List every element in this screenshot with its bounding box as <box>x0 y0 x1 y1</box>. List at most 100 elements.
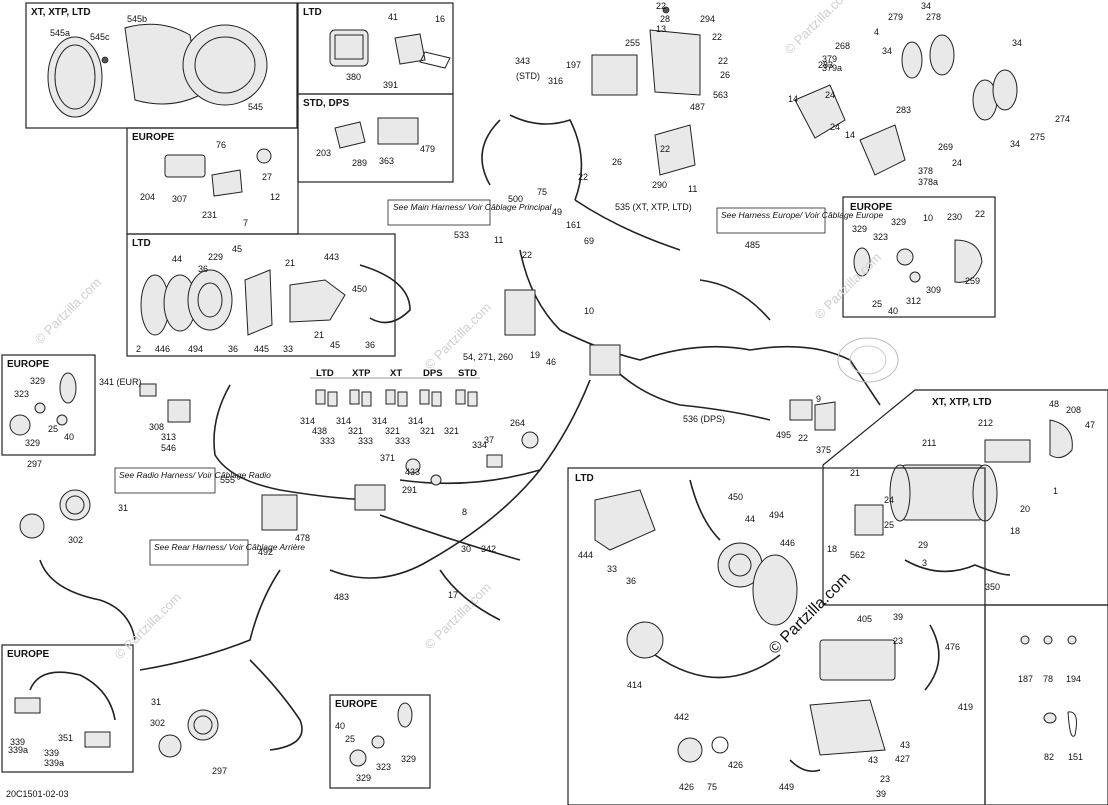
holder-part <box>334 121 366 149</box>
svg-text:187: 187 <box>1018 674 1033 684</box>
svg-text:24: 24 <box>884 495 894 505</box>
svg-text:40: 40 <box>335 721 345 731</box>
svg-text:36: 36 <box>198 264 208 274</box>
box-europe-bottom-left: EUROPE 339 339a 351 339 339a <box>1 644 134 773</box>
callout-number: 69 <box>584 236 594 246</box>
callout-number: 4 <box>874 27 879 37</box>
svg-text:40: 40 <box>888 306 898 316</box>
svg-text:EUROPE: EUROPE <box>132 132 175 143</box>
callout-number: 342 <box>481 544 496 554</box>
svg-text:LTD: LTD <box>575 473 594 484</box>
connector-block-part <box>589 344 621 376</box>
svg-text:43: 43 <box>868 755 878 765</box>
callout-number: 483 <box>334 592 349 602</box>
callout-number: 31 <box>151 697 161 707</box>
svg-text:212: 212 <box>978 418 993 428</box>
callout-number: 297 <box>212 766 227 776</box>
note-harness-europe: See Harness Europe/ Voir Câblage Europe <box>716 207 883 234</box>
svg-text:© Partzilla.com: © Partzilla.com <box>812 250 885 323</box>
svg-text:33: 33 <box>283 344 293 354</box>
callout-number: 283 <box>818 60 833 70</box>
callout-number: 37 <box>484 435 494 445</box>
svg-text:© Partzilla.com: © Partzilla.com <box>32 275 105 348</box>
light-assembly-top-right <box>794 34 1018 176</box>
headlight-part <box>794 84 846 139</box>
svg-text:323: 323 <box>376 762 391 772</box>
svg-text:20: 20 <box>1020 504 1030 514</box>
callout-number: 22 <box>712 32 722 42</box>
svg-text:562: 562 <box>850 550 865 560</box>
svg-text:25: 25 <box>884 520 894 530</box>
callout-number: 379 <box>822 54 837 64</box>
callout-number: 495 <box>776 430 791 440</box>
callout-number: 30 <box>461 544 471 554</box>
svg-text:211: 211 <box>922 438 936 448</box>
callout-number: 8 <box>462 507 467 517</box>
svg-text:479: 479 <box>420 144 435 154</box>
callout-number: 283 <box>896 105 911 115</box>
box-misc-parts: 187 78 194 82 151 <box>984 604 1108 805</box>
callout-number: 22 <box>656 1 666 11</box>
callout-number: 555 <box>220 475 235 485</box>
svg-text:21: 21 <box>285 258 295 268</box>
svg-text:333: 333 <box>395 436 410 446</box>
fog-light-part <box>59 489 91 521</box>
svg-text:7: 7 <box>243 218 248 228</box>
svg-text:339: 339 <box>44 748 59 758</box>
bracket-part <box>809 699 886 756</box>
svg-text:445: 445 <box>254 344 269 354</box>
callout-number: 31 <box>118 503 128 513</box>
hook-part <box>1049 419 1073 459</box>
callout-number: 161 <box>566 220 581 230</box>
winch-relay-area <box>789 399 836 431</box>
svg-text:450: 450 <box>352 284 367 294</box>
svg-text:21: 21 <box>314 330 324 340</box>
battery-area <box>591 6 701 176</box>
callout-number: 563 <box>713 90 728 100</box>
svg-text:78: 78 <box>1043 674 1053 684</box>
callout-number: 302 <box>68 535 83 545</box>
callout-number: 11 <box>688 184 697 194</box>
svg-text:25: 25 <box>48 424 58 434</box>
box-winch: XT, XTP, LTD 212 48 208 211 47 21 24 1 2… <box>822 389 1108 606</box>
callout-number: 536 (DPS) <box>683 414 725 424</box>
svg-text:323: 323 <box>14 389 29 399</box>
svg-text:EUROPE: EUROPE <box>850 202 893 213</box>
svg-text:LTD: LTD <box>316 368 334 379</box>
svg-text:See Main Harness/ Voir Câblage: See Main Harness/ Voir Câblage Principal <box>393 202 553 212</box>
svg-text:44: 44 <box>172 254 182 264</box>
svg-text:333: 333 <box>358 436 373 446</box>
svg-text:40: 40 <box>64 432 74 442</box>
switch-part <box>164 154 206 178</box>
svg-text:23: 23 <box>893 636 903 646</box>
dome-light-part <box>626 621 664 659</box>
svg-text:27: 27 <box>262 172 272 182</box>
callout-number: 268 <box>835 41 850 51</box>
callout-number: 13 <box>656 24 666 34</box>
svg-text:363: 363 <box>379 156 394 166</box>
engine-sketch <box>837 337 899 383</box>
callout-number: 24 <box>830 122 840 132</box>
callout-number: 278 <box>926 12 941 22</box>
lens-part <box>47 36 103 118</box>
battery-tray-part <box>649 29 701 96</box>
callout-number: 14 <box>845 130 855 140</box>
svg-text:43: 43 <box>900 740 910 750</box>
svg-text:229: 229 <box>208 252 223 262</box>
svg-text:312: 312 <box>906 296 921 306</box>
svg-text:444: 444 <box>578 550 593 560</box>
callout-number: 46 <box>546 357 556 367</box>
callout-number: 313 <box>161 432 176 442</box>
callout-number: 26 <box>720 70 730 80</box>
callout-number: 294 <box>700 14 715 24</box>
callout-number: 334 <box>472 440 487 450</box>
callout-number: 255 <box>625 38 640 48</box>
svg-text:76: 76 <box>216 140 226 150</box>
callout-number: 9 <box>816 394 821 404</box>
box-europe-1: EUROPE 76 204 307 231 27 12 7 <box>126 127 299 235</box>
svg-text:151: 151 <box>1068 752 1083 762</box>
svg-text:194: 194 <box>1066 674 1081 684</box>
callout-number: 10 <box>584 306 594 316</box>
